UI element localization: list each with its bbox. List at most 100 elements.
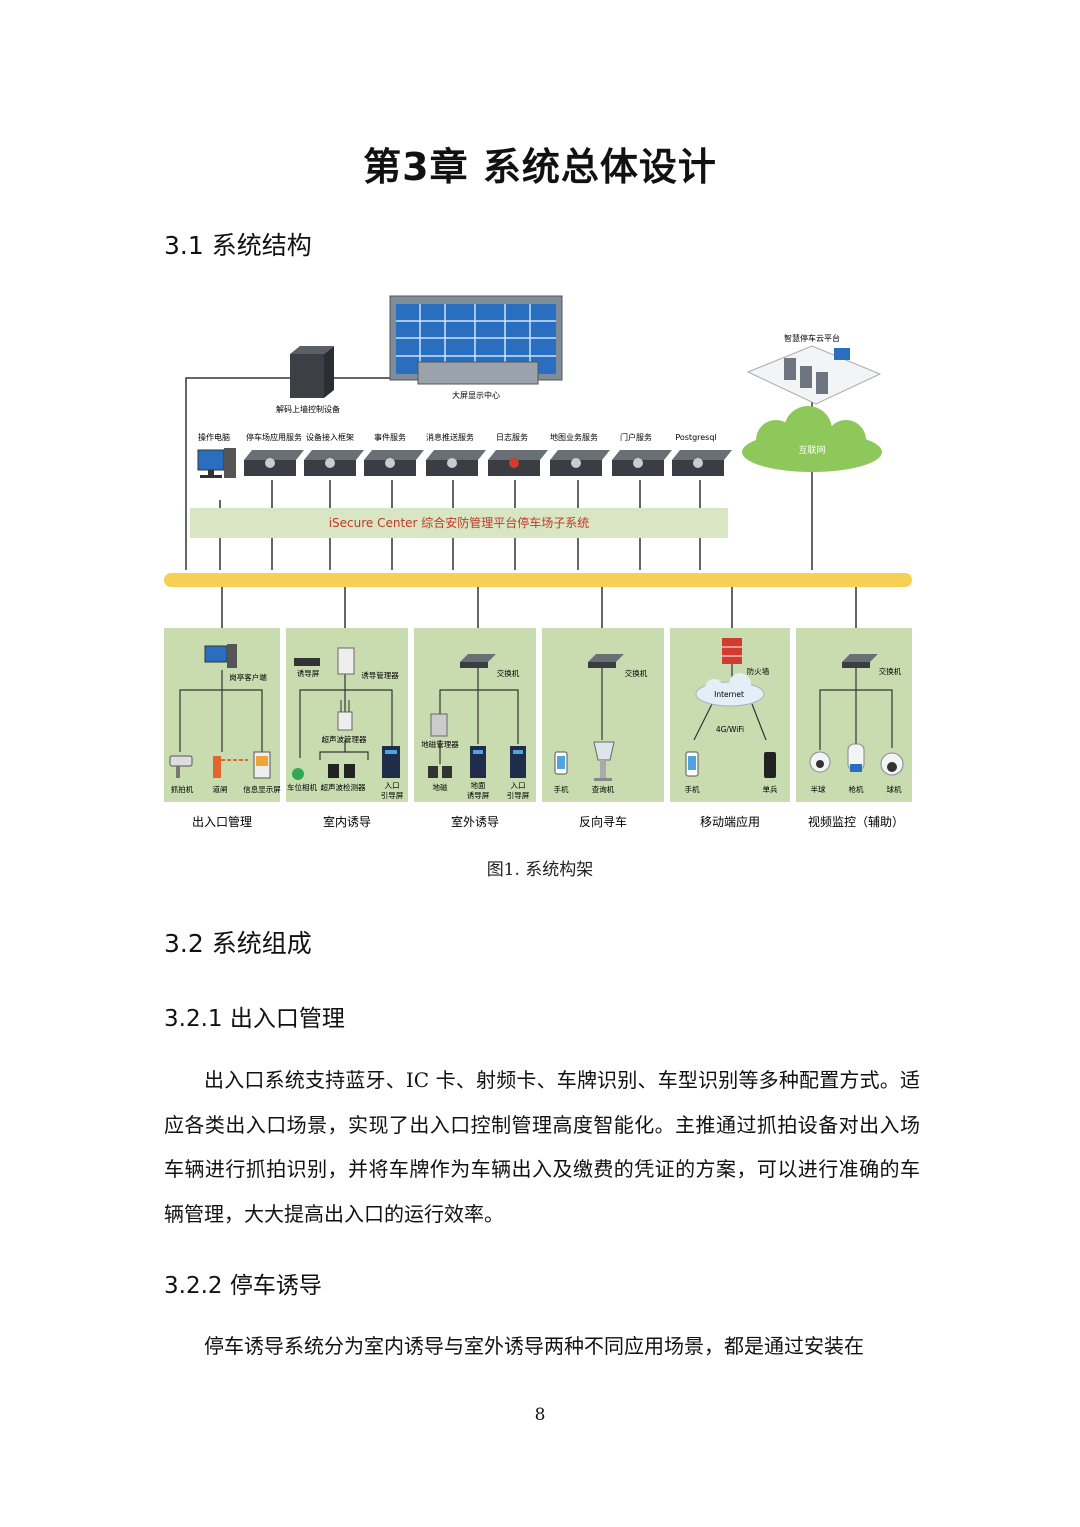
device-label: 查询机	[592, 784, 615, 794]
panel-title: 移动端应用	[700, 814, 760, 829]
speed-dome-icon	[880, 752, 904, 776]
rack-server-icon	[550, 450, 610, 476]
panel-backgrounds	[164, 628, 912, 802]
rack-server-icon	[426, 450, 486, 476]
device-label: 地磁管理器	[421, 739, 459, 749]
device-label: 交换机	[879, 666, 902, 676]
server-labels: 操作电脑 停车场应用服务 设备接入框架 事件服务 消息推送服务 日志服务 地图业…	[198, 432, 717, 442]
device-label: 地面	[471, 780, 486, 790]
server-label: 门户服务	[620, 432, 652, 442]
figure-caption: 图1. 系统构架	[486, 860, 594, 880]
system-architecture-diagram: 大屏显示中心 解码上墙控制设备 智慧停车云平台 互联网 操作电脑 停车场应用服务…	[164, 295, 912, 829]
rack-server-icons	[244, 450, 732, 476]
internet-cloud-small-icon	[695, 673, 765, 707]
geomagnetic-sensor-icon	[428, 766, 452, 778]
device-label: 引导屏	[381, 791, 404, 800]
section-heading-3-2-2: 3.2.2 停车诱导	[164, 1273, 322, 1299]
page-number: 8	[534, 1405, 546, 1425]
device-labels: 岗亭客户端 抓拍机 道闸 信息显示屏 诱导屏 诱导管理器 超声波管理器 车位相机…	[171, 666, 902, 800]
info-display-icon	[253, 751, 271, 779]
device-label: 入口	[511, 781, 526, 790]
geomagnetic-manager-icon	[430, 713, 448, 737]
kiosk-icon	[593, 741, 615, 781]
device-label: 交换机	[625, 668, 648, 678]
device-label: 入口	[385, 781, 400, 790]
rack-server-icon	[304, 450, 364, 476]
mobile-phone-icon	[685, 751, 699, 777]
device-label: 地磁	[433, 782, 448, 792]
big-screen-wall	[389, 295, 563, 385]
ground-guide-screen-icon	[470, 746, 486, 778]
panel-title: 视频监控（辅助）	[808, 814, 904, 829]
outdoor-links	[439, 668, 519, 764]
network-bus	[164, 573, 912, 587]
switch-icon	[460, 654, 496, 668]
server-label: 操作电脑	[198, 432, 230, 442]
server-label: 日志服务	[496, 432, 528, 442]
bullet-camera-icon	[847, 743, 865, 772]
rack-server-icon	[672, 450, 732, 476]
device-label: 交换机	[497, 668, 520, 678]
server-label: 停车场应用服务	[246, 432, 302, 442]
device-label: 车位相机	[287, 782, 317, 792]
outdoor-entrance-screen-icon	[510, 746, 526, 778]
device-label: 4G/WiFi	[716, 725, 744, 734]
firewall-icon	[722, 638, 742, 664]
capture-camera-icon	[169, 755, 193, 778]
device-label: 防火墙	[747, 666, 770, 676]
switch-icon	[588, 654, 624, 668]
panel-titles: 出入口管理 室内诱导 室外诱导 反向寻车 移动端应用 视频监控（辅助）	[192, 814, 904, 829]
entrance-links	[179, 670, 263, 752]
panel-title: 出入口管理	[192, 814, 252, 829]
paragraph-guidance: 停车诱导系统分为室内诱导与室外诱导两种不同应用场景，都是通过安装在	[204, 1334, 864, 1358]
space-camera-icon	[292, 768, 304, 780]
panel-title: 室外诱导	[451, 814, 499, 829]
section-heading-3-2-1: 3.2.1 出入口管理	[164, 1006, 345, 1032]
device-label: 枪机	[849, 784, 864, 794]
cloud-platform-label: 智慧停车云平台	[784, 333, 840, 343]
device-label: Internet	[714, 690, 744, 699]
section-heading-3-2: 3.2 系统组成	[164, 929, 312, 958]
device-label: 超声波管理器	[322, 734, 367, 744]
dome-camera-icon	[809, 751, 831, 773]
platform-band-label: iSecure Center 综合安防管理平台停车场子系统	[329, 515, 590, 530]
decoder-label: 解码上墙控制设备	[276, 404, 340, 414]
video-links	[819, 668, 893, 750]
switch-icon	[842, 654, 878, 668]
device-label: 手机	[554, 784, 569, 794]
platform-band	[190, 508, 728, 538]
barrier-gate-icon	[213, 756, 248, 778]
operator-pc-icon	[197, 448, 236, 478]
device-label: 超声波检测器	[321, 782, 366, 792]
server-label: 事件服务	[374, 432, 406, 442]
guide-screen-icon	[294, 658, 320, 666]
big-screen-label: 大屏显示中心	[452, 390, 500, 400]
booth-client-icon	[204, 644, 237, 668]
chapter-title: 第3章 系统总体设计	[363, 145, 717, 189]
device-label: 单兵	[763, 784, 778, 794]
server-label: 消息推送服务	[426, 432, 474, 442]
rack-server-icon	[244, 450, 304, 476]
rack-server-icon	[364, 450, 424, 476]
guide-manager-icon	[337, 647, 355, 675]
panel-title: 室内诱导	[323, 814, 371, 829]
decoder-server-icon	[290, 346, 334, 398]
device-label: 引导屏	[507, 791, 530, 800]
device-label: 半球	[811, 784, 826, 794]
ultrasonic-manager-icon	[337, 700, 353, 731]
server-label: 地图业务服务	[550, 432, 598, 442]
panel-title: 反向寻车	[579, 814, 627, 829]
internet-cloud-icon	[742, 406, 882, 472]
phone-icon	[554, 751, 568, 775]
device-label: 诱导屏	[297, 669, 320, 678]
server-label: 设备接入框架	[306, 432, 354, 442]
server-label: Postgresql	[675, 433, 716, 442]
device-label: 道闸	[213, 784, 228, 794]
section-heading-3-1: 3.1 系统结构	[164, 231, 312, 260]
device-label: 信息显示屏	[243, 784, 281, 794]
device-label: 诱导管理器	[361, 670, 399, 680]
device-label: 诱导屏	[467, 791, 490, 800]
rack-server-icon	[612, 450, 672, 476]
device-label: 手机	[685, 784, 700, 794]
cloud-platform-icon	[746, 345, 882, 405]
